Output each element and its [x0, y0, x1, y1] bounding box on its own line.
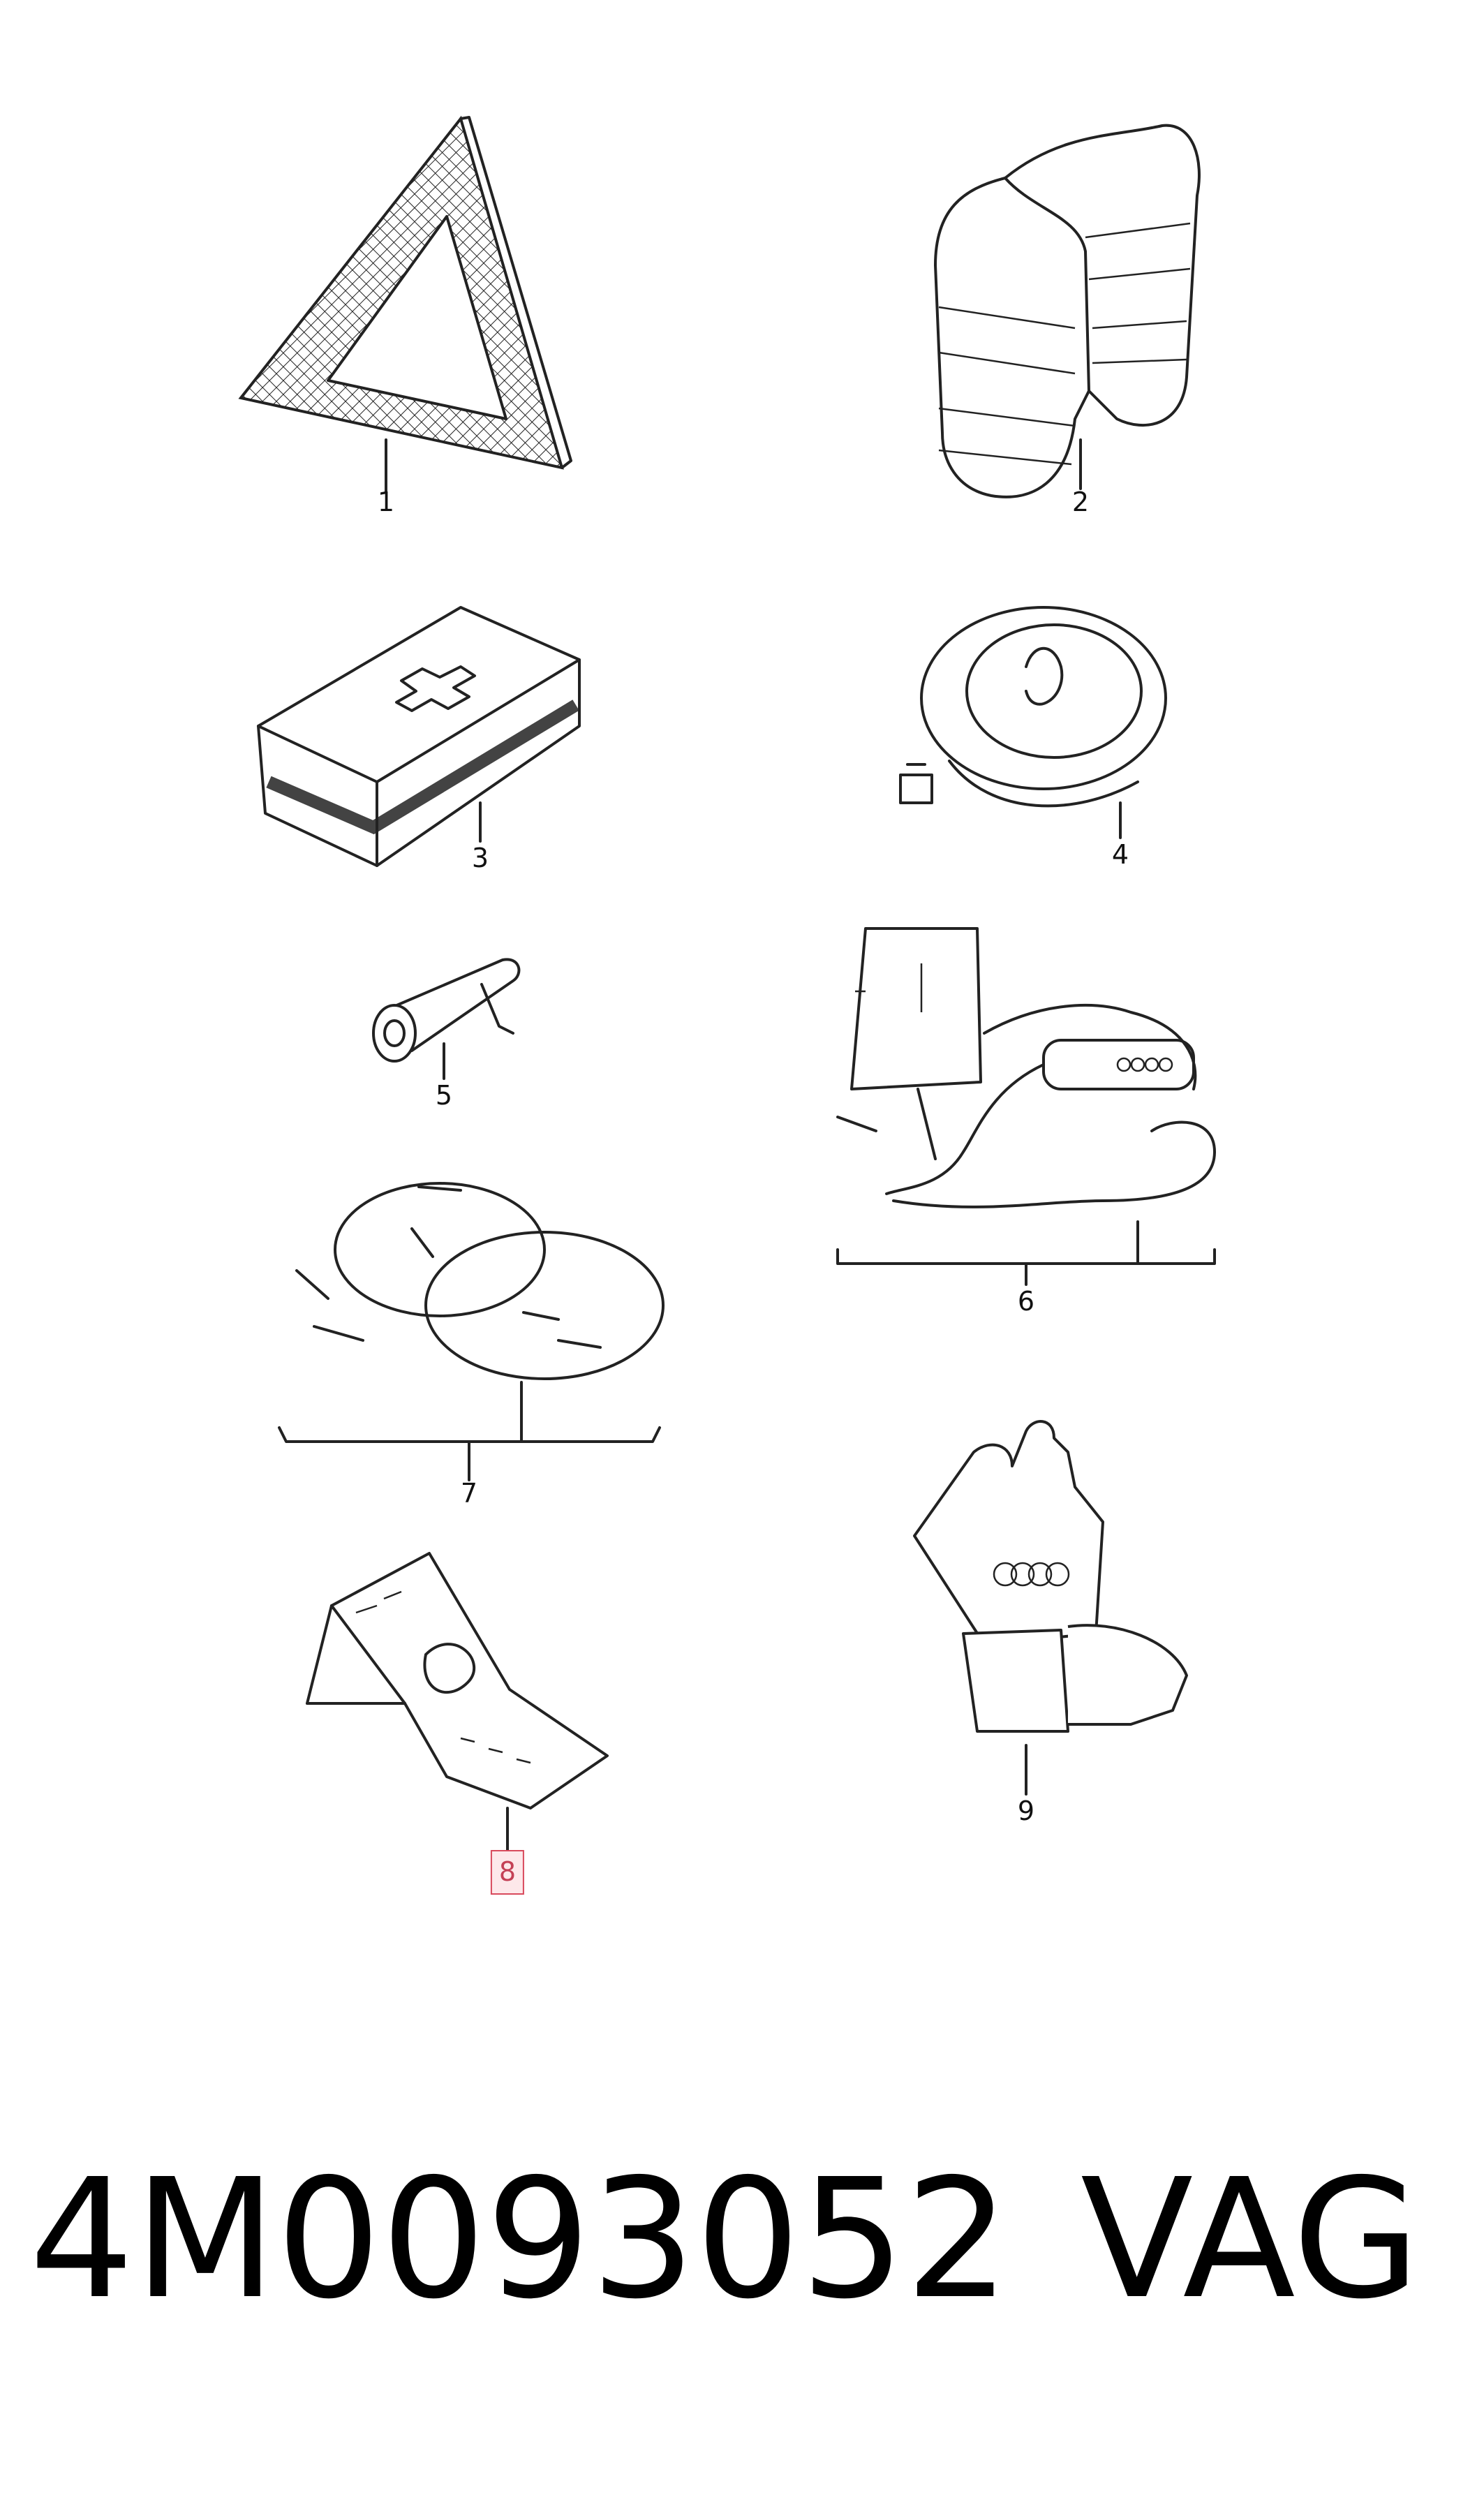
callout-6: 6 — [1017, 1286, 1035, 1317]
callout-2: 2 — [1071, 487, 1090, 517]
callout-1: 1 — [377, 487, 395, 517]
parts-diagram — [238, 115, 1216, 1851]
jumper-cables-icon — [278, 1182, 665, 1481]
callout-4: 4 — [1111, 839, 1129, 870]
work-gloves-icon — [913, 1420, 1188, 1796]
part-number: 4M0093052 — [29, 2143, 1010, 2335]
callout-7: 7 — [460, 1478, 478, 1509]
warning-triangle-icon — [238, 115, 572, 494]
towing-eye-icon — [372, 958, 521, 1080]
wheel-chock-icon — [306, 1552, 609, 1851]
callout-8[interactable]: 8 — [490, 1850, 525, 1895]
battery-charger-icon — [836, 927, 1216, 1286]
callout-3: 3 — [471, 843, 489, 873]
first-aid-kit-icon — [257, 606, 581, 867]
callout-5: 5 — [435, 1080, 453, 1111]
tow-rope-icon — [899, 606, 1167, 839]
safety-vest-icon — [934, 124, 1201, 498]
brand-label: VAG — [1081, 2143, 1420, 2335]
callout-9: 9 — [1017, 1796, 1035, 1826]
